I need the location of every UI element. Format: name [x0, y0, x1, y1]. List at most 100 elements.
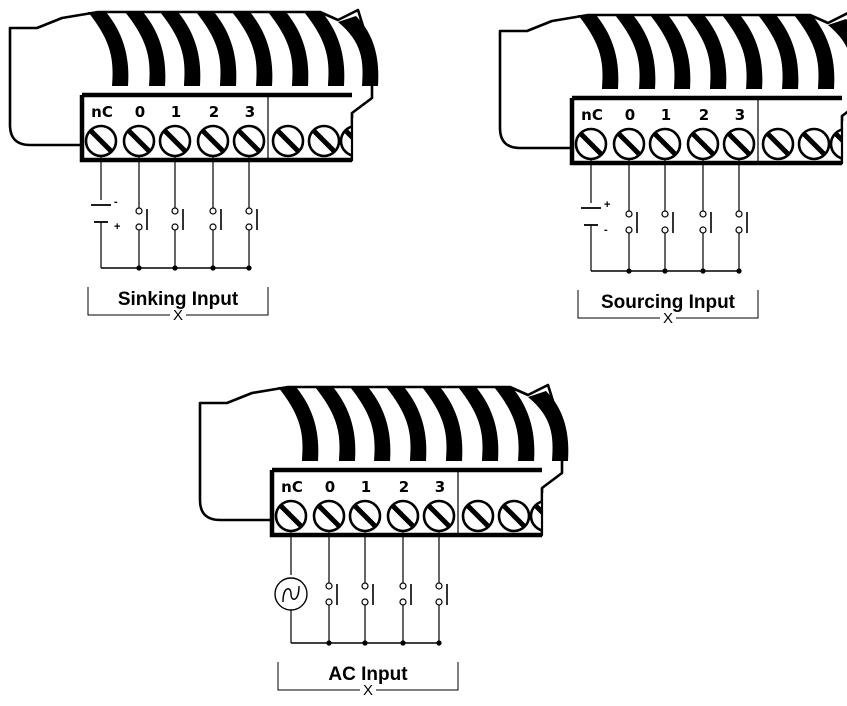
heat-sink-fin: [268, 12, 309, 86]
caption-title: Sourcing Input: [601, 292, 736, 313]
terminal-label-3: 3: [435, 478, 445, 496]
contact-terminal: [661, 226, 669, 234]
contact-terminal: [135, 207, 143, 215]
screw: [271, 124, 305, 158]
contact-terminal: [245, 223, 253, 231]
caption-bracket: [577, 290, 759, 319]
contact-terminal: [361, 598, 369, 606]
screw-3: [232, 124, 266, 158]
contact-terminal: [171, 223, 179, 231]
terminal-label-0: 0: [625, 106, 635, 124]
screw-nc: [274, 499, 308, 533]
heat-sink-fin: [494, 387, 535, 461]
contact-terminal: [325, 582, 333, 590]
terminal-label-2: 2: [399, 478, 409, 496]
terminal-label-2: 2: [209, 103, 219, 121]
terminal-label-nc: nC: [581, 106, 603, 124]
screw-0: [312, 499, 346, 533]
heat-sink-fin: [338, 16, 379, 86]
terminal-label-1: 1: [661, 106, 671, 124]
battery-symbol: [581, 207, 601, 226]
screw-nc: [574, 127, 608, 161]
caption-marker: X: [363, 682, 373, 699]
terminal-label-0: 0: [325, 478, 335, 496]
heat-sink-fin: [278, 387, 319, 461]
screw: [461, 499, 495, 533]
polarity-top: -: [114, 196, 118, 208]
junction-dot: [400, 640, 406, 646]
screw-2: [196, 124, 230, 158]
heat-sink-fin: [160, 12, 201, 86]
heat-sink-fin: [422, 387, 463, 461]
screw-1: [648, 127, 682, 161]
caption-title: Sinking Input: [118, 289, 239, 310]
heat-sink-fin: [125, 12, 166, 86]
contact-terminal: [361, 582, 369, 590]
polarity-bottom: +: [114, 221, 120, 233]
terminal-label-3: 3: [245, 103, 255, 121]
terminal-label-2: 2: [699, 106, 709, 124]
heat-sink-fin: [828, 19, 847, 49]
caption-marker: X: [173, 307, 183, 324]
heat-sink-fin: [458, 387, 499, 461]
screw-0: [612, 127, 646, 161]
heat-sink-fin: [615, 15, 656, 89]
heat-sink-fin: [650, 15, 691, 89]
polarity-top: +: [604, 199, 610, 211]
contact-terminal: [625, 226, 633, 234]
junction-dot: [436, 640, 442, 646]
junction-dot: [210, 265, 216, 271]
screw: [307, 124, 341, 158]
screw-2: [686, 127, 720, 161]
terminal-block: [79, 92, 352, 163]
heat-sink-fin: [350, 387, 391, 461]
heat-sink-fin: [528, 391, 569, 461]
screw: [797, 127, 831, 161]
screw-3: [722, 127, 756, 161]
screw-1: [348, 499, 382, 533]
terminal-label-nc: nC: [91, 103, 113, 121]
screw-1: [158, 124, 192, 158]
terminal-label-1: 1: [361, 478, 371, 496]
screw-3: [422, 499, 456, 533]
junction-dot: [326, 640, 332, 646]
junction-dot: [626, 268, 632, 274]
screw: [761, 127, 795, 161]
contact-terminal: [171, 207, 179, 215]
heat-sink-fin: [196, 12, 237, 86]
heat-sink-fin: [315, 387, 356, 461]
contact-terminal: [699, 210, 707, 218]
terminal-label-3: 3: [735, 106, 745, 124]
contact-terminal: [325, 598, 333, 606]
terminal-label-nc: nC: [281, 478, 303, 496]
contact-terminal: [209, 223, 217, 231]
contact-terminal: [625, 210, 633, 218]
heat-sink-fin: [794, 15, 835, 89]
caption-title: AC Input: [328, 664, 408, 685]
contact-terminal: [435, 582, 443, 590]
heat-sink-fin: [722, 15, 763, 89]
contact-terminal: [435, 598, 443, 606]
ac-source-symbol: [274, 577, 308, 611]
screw: [497, 499, 531, 533]
screw-2: [386, 499, 420, 533]
junction-dot: [246, 265, 252, 271]
terminal-block: [569, 95, 842, 166]
caption-marker: X: [663, 310, 673, 327]
heat-sink-fin: [578, 15, 619, 89]
heat-sink-fin: [232, 12, 273, 86]
screw-0: [122, 124, 156, 158]
junction-dot: [700, 268, 706, 274]
terminal-label-1: 1: [171, 103, 181, 121]
contact-terminal: [399, 598, 407, 606]
terminal-label-0: 0: [135, 103, 145, 121]
heat-sink-fin: [686, 15, 727, 89]
heat-sink-fin: [304, 12, 345, 86]
battery-symbol: [91, 204, 111, 223]
caption-bracket: [87, 287, 269, 316]
heat-sink-fin: [386, 387, 427, 461]
